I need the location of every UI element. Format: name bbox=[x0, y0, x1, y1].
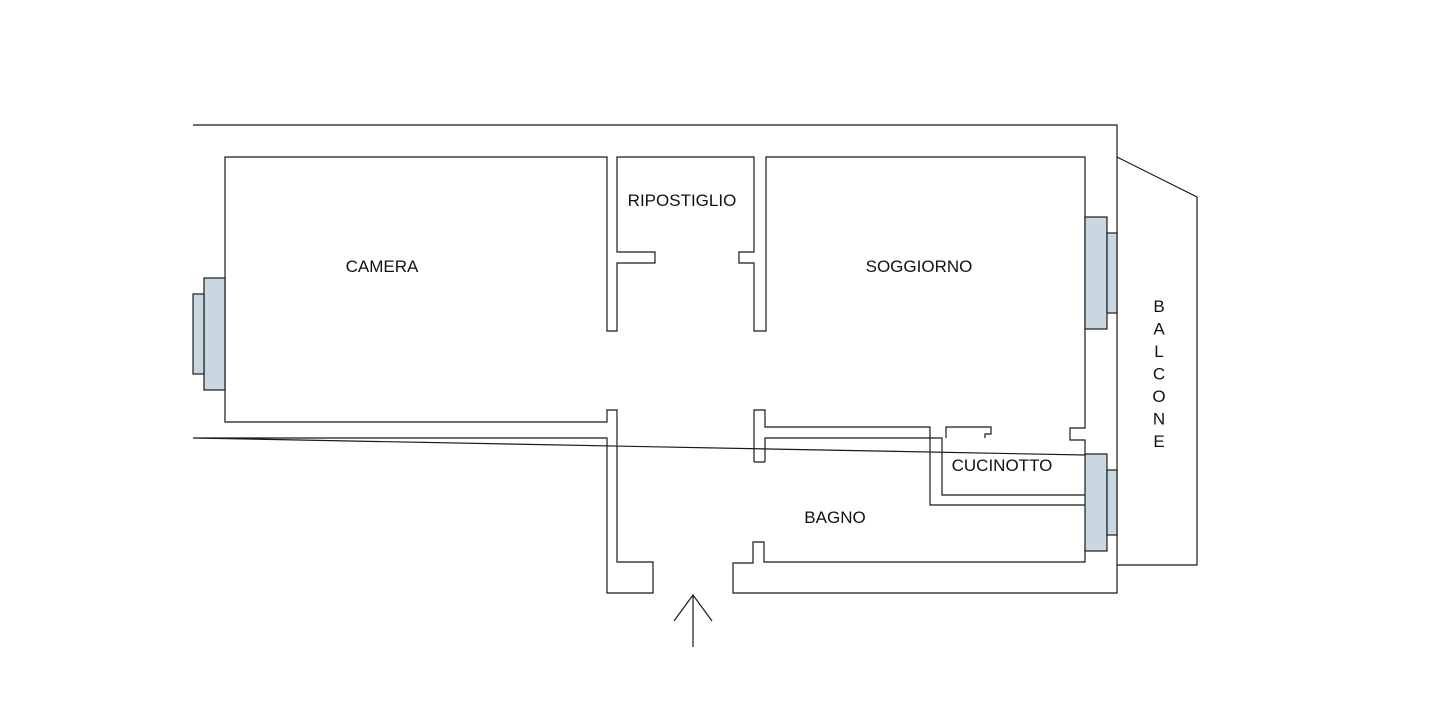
bagno-partition-inner bbox=[754, 437, 1085, 496]
window-cucinotto bbox=[1084, 453, 1108, 552]
entrance-arrow bbox=[673, 593, 713, 647]
outer-wall bbox=[192, 124, 1118, 594]
label-balcone-letter: B bbox=[1153, 297, 1164, 316]
cucinotto-counter bbox=[945, 426, 992, 438]
balcony-outline bbox=[1116, 156, 1198, 566]
label-balcone-letter: O bbox=[1152, 387, 1165, 406]
window-camera-sill bbox=[192, 293, 205, 375]
label-balcone-letter: N bbox=[1153, 410, 1165, 429]
label-camera: CAMERA bbox=[346, 257, 419, 276]
label-soggiorno: SOGGIORNO bbox=[866, 257, 973, 276]
label-balcone-letter: C bbox=[1153, 365, 1165, 384]
label-ripostiglio: RIPOSTIGLIO bbox=[628, 191, 737, 210]
label-balcone-letter: L bbox=[1154, 342, 1163, 361]
label-balcone-letter: E bbox=[1153, 432, 1164, 451]
label-bagno: BAGNO bbox=[804, 508, 865, 527]
label-cucinotto: CUCINOTTO bbox=[952, 456, 1053, 475]
label-balcone-letter: A bbox=[1153, 320, 1165, 339]
window-soggiorno-sill bbox=[1106, 232, 1118, 314]
window-camera bbox=[203, 277, 226, 391]
bagno-partition bbox=[753, 409, 1085, 506]
window-soggiorno bbox=[1084, 216, 1108, 330]
window-cucinotto-sill bbox=[1106, 469, 1118, 536]
